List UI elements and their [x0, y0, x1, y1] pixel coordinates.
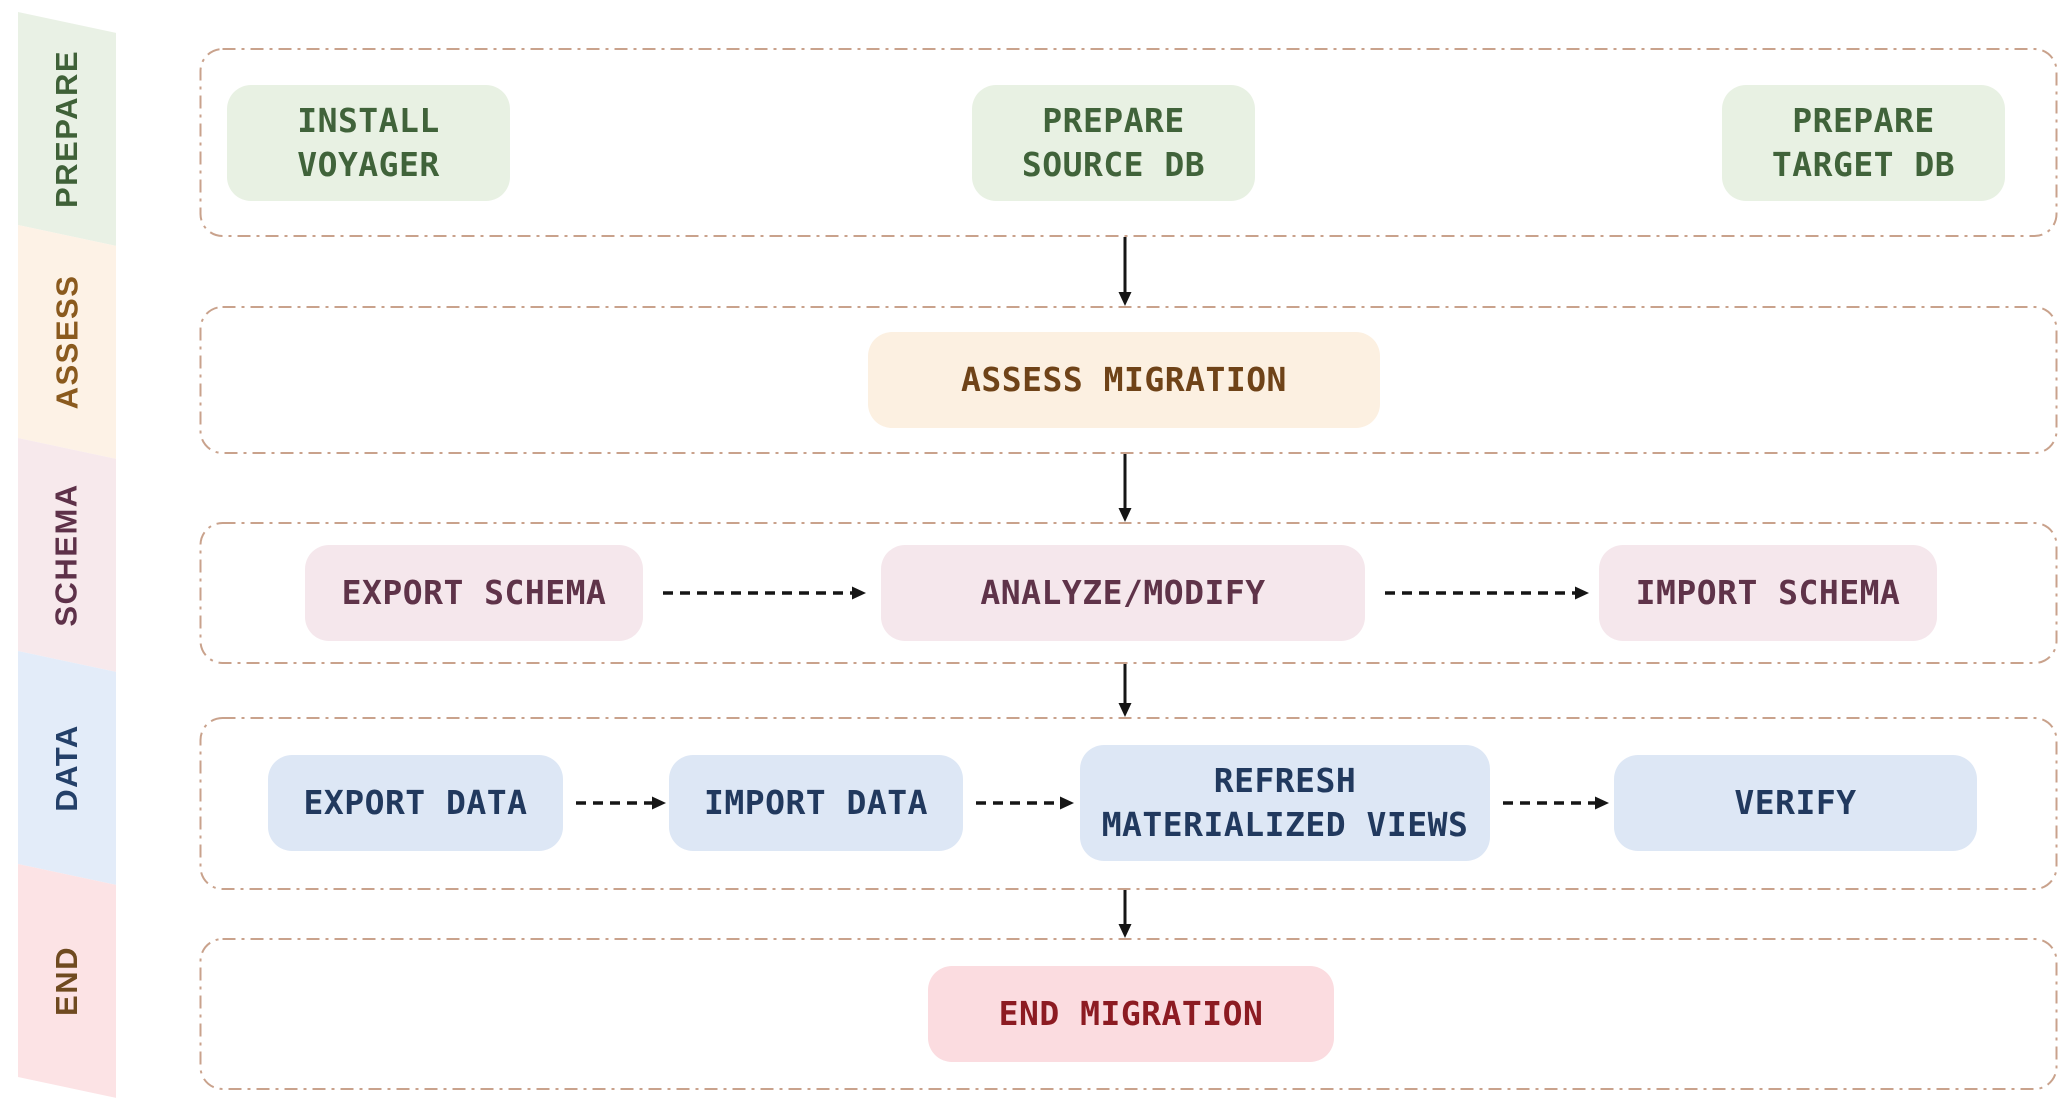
refresh-materialized-views-box: REFRESH MATERIALIZED VIEWS	[1080, 745, 1490, 861]
export-schema-label: EXPORT SCHEMA	[341, 573, 607, 613]
lane-container-schema	[199, 522, 2058, 664]
install-voyager-label-line2: VOYAGER	[297, 145, 440, 184]
arrow-import-data-to-refresh	[976, 796, 1074, 810]
lane-container-data	[199, 717, 2058, 890]
arrow-refresh-to-verify	[1503, 796, 1609, 810]
refresh-materialized-views-label-line1: REFRESH	[1213, 761, 1357, 801]
verify-label: VERIFY	[1734, 783, 1857, 823]
verify-box: VERIFY	[1614, 755, 1977, 851]
export-data-box: EXPORT DATA	[268, 755, 563, 851]
arrow-analyze-to-import-schema	[1385, 586, 1589, 600]
arrow-assess-to-schema	[1118, 454, 1132, 522]
assess-migration-box: ASSESS MIGRATION	[868, 332, 1380, 428]
lane-container-prepare	[199, 48, 2058, 237]
analyze-modify-box: ANALYZE/MODIFY	[881, 545, 1365, 641]
import-data-label: IMPORT DATA	[703, 783, 929, 823]
import-schema-label: IMPORT SCHEMA	[1635, 573, 1901, 613]
prepare-source-db-label-line1: PREPARE	[1042, 101, 1185, 141]
import-schema-box: IMPORT SCHEMA	[1599, 545, 1937, 641]
refresh-materialized-views-label-line2: MATERIALIZED VIEWS	[1101, 805, 1469, 844]
arrow-prepare-to-assess	[1118, 237, 1132, 306]
prepare-target-db-box: PREPARE TARGET DB	[1722, 85, 2005, 201]
prepare-source-db-box: PREPARE SOURCE DB	[972, 85, 1255, 201]
export-schema-box: EXPORT SCHEMA	[305, 545, 643, 641]
install-voyager-label-line1: INSTALL	[297, 101, 440, 141]
arrow-export-schema-to-analyze	[663, 586, 866, 600]
lane-container-end	[199, 938, 2058, 1090]
prepare-target-db-label-line1: PREPARE	[1792, 101, 1935, 141]
analyze-modify-label: ANALYZE/MODIFY	[980, 573, 1266, 613]
end-migration-label: END MIGRATION	[998, 994, 1264, 1034]
install-voyager-box: INSTALL VOYAGER	[227, 85, 510, 201]
import-data-box: IMPORT DATA	[669, 755, 963, 851]
prepare-target-db-label-line2: TARGET DB	[1771, 145, 1956, 184]
arrow-data-to-end	[1118, 890, 1132, 938]
assess-migration-label: ASSESS MIGRATION	[961, 360, 1287, 400]
lane-container-assess	[199, 306, 2058, 454]
end-migration-box: END MIGRATION	[928, 966, 1334, 1062]
prepare-source-db-label-line2: SOURCE DB	[1021, 145, 1206, 184]
arrow-export-data-to-import-data	[576, 796, 666, 810]
export-data-label: EXPORT DATA	[303, 783, 528, 823]
arrow-schema-to-data	[1118, 664, 1132, 717]
